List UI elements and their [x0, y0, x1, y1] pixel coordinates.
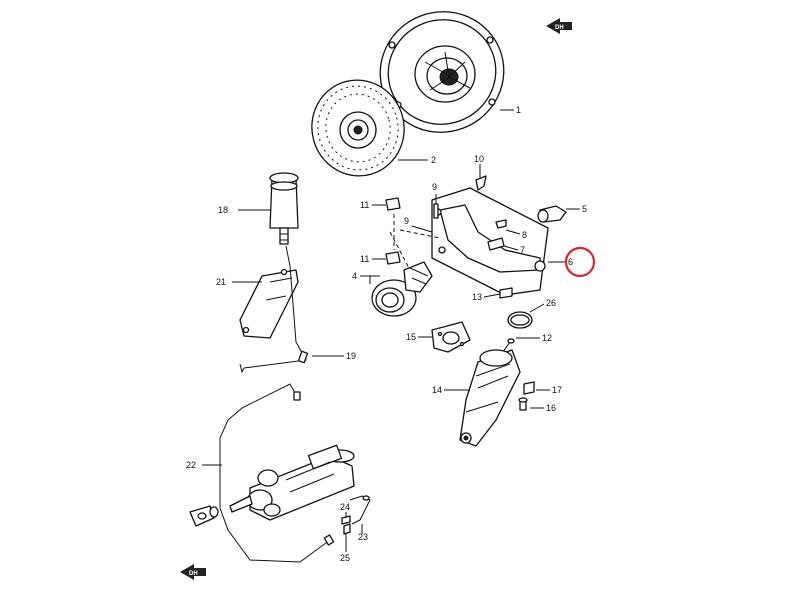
label-7: 7	[520, 245, 525, 255]
part-4-release-bearing[interactable]	[371, 261, 433, 317]
label-14: 14	[432, 385, 442, 395]
label-8: 8	[522, 230, 527, 240]
label-13: 13	[472, 292, 482, 302]
label-24: 24	[340, 502, 350, 512]
direction-tag-top: DH	[555, 25, 564, 31]
label-11-lower: 11	[360, 254, 369, 264]
label-25: 25	[340, 553, 350, 563]
clevis-pin[interactable]	[189, 505, 219, 527]
part-22-pipe[interactable]	[219, 383, 335, 563]
label-5: 5	[582, 204, 587, 214]
part-10-clip[interactable]	[475, 175, 487, 191]
part-8-spring[interactable]	[495, 219, 507, 229]
label-4: 4	[352, 271, 357, 281]
label-22: 22	[186, 460, 196, 470]
label-2: 2	[431, 155, 436, 165]
label-11-top: 11	[360, 200, 369, 210]
label-15: 15	[406, 332, 416, 342]
part-21-reservoir-bracket[interactable]	[239, 268, 299, 339]
label-26: 26	[546, 298, 556, 308]
direction-tag-bottom: DH	[189, 571, 198, 577]
part-14-release-cylinder[interactable]	[459, 349, 521, 447]
part-1-clutch-cover[interactable]	[363, 0, 521, 150]
part-5-boot[interactable]	[537, 205, 567, 223]
label-21: 21	[216, 277, 226, 287]
assembly-guide-lines	[389, 214, 441, 271]
label-1: 1	[516, 105, 521, 115]
label-23: 23	[358, 532, 368, 542]
direction-arrow-bottom-icon: DH	[180, 564, 206, 580]
part-13-clip[interactable]	[499, 287, 513, 299]
label-19: 19	[346, 351, 356, 361]
label-12: 12	[542, 333, 552, 343]
part-18-reservoir[interactable]	[269, 172, 299, 245]
label-18: 18	[218, 205, 228, 215]
label-17: 17	[552, 385, 562, 395]
direction-arrow-top-icon: DH	[546, 18, 572, 34]
part-11-bushing-top[interactable]	[385, 197, 401, 211]
label-9-top: 9	[432, 182, 437, 192]
label-9-lower: 9	[404, 216, 409, 226]
part-24-clip[interactable]	[341, 515, 351, 525]
clutch-master-cylinder[interactable]	[229, 444, 355, 521]
part-17-bleeder-cap[interactable]	[523, 381, 535, 395]
label-6: 6	[568, 257, 573, 267]
part-9-pin-top[interactable]	[433, 203, 439, 219]
part-16-bleeder-screw[interactable]	[518, 397, 528, 411]
part-11-bushing-lower[interactable]	[385, 251, 401, 265]
part-19-hose[interactable]	[239, 245, 309, 374]
part-15-gasket[interactable]	[431, 321, 471, 353]
part-2-clutch-disc[interactable]	[301, 70, 415, 187]
highlight-ring	[564, 246, 596, 278]
label-16: 16	[546, 403, 556, 413]
part-25-bolt[interactable]	[343, 523, 351, 535]
label-10: 10	[474, 154, 484, 164]
part-26-o-ring[interactable]	[507, 311, 533, 329]
part-23-pipe-section[interactable]	[349, 495, 371, 525]
